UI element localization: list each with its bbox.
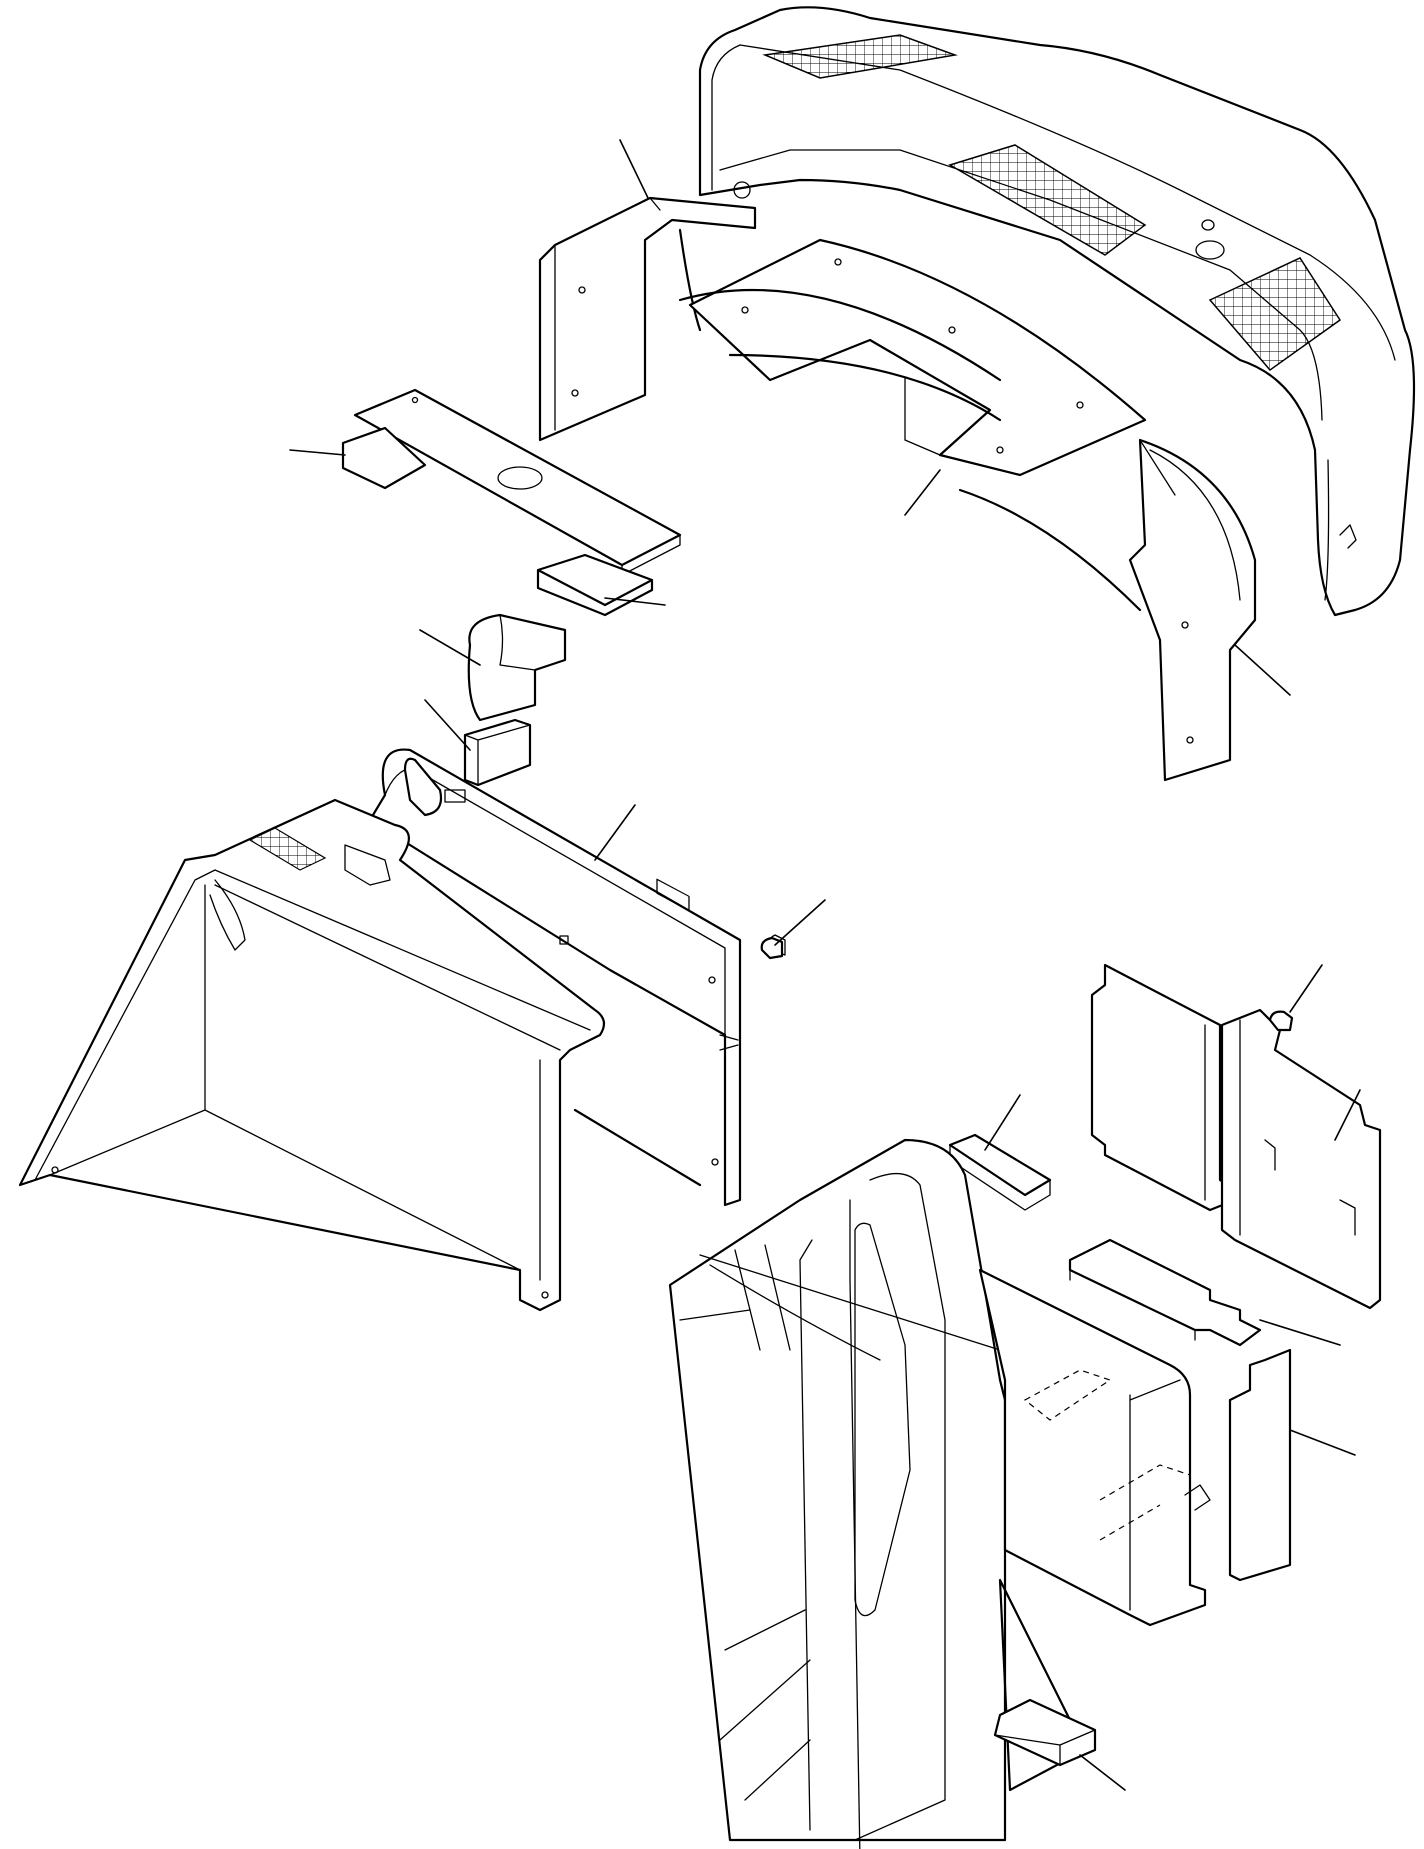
rubber-pad-left	[341, 426, 427, 490]
leader-lines	[289, 139, 1361, 1791]
cab-side-box	[978, 1268, 1211, 1627]
insulation-panel-right	[1128, 438, 1257, 782]
spacer-block-bottom	[993, 1698, 1097, 1767]
side-insulation-panel	[368, 748, 786, 1207]
floor-panel-right	[1220, 1008, 1382, 1310]
seal-block-flat	[463, 718, 532, 787]
mount-plate-with-pads	[341, 388, 682, 617]
floor-panel-left	[1090, 963, 1237, 1212]
rear-hood-cover	[698, 6, 1416, 617]
insulation-panel-upper-left	[538, 196, 757, 442]
vertical-filler-plate	[1228, 1348, 1292, 1582]
hood-vent-grille-center	[948, 144, 1147, 256]
hood-vent-grille-right	[1208, 257, 1342, 372]
hood-vent-grille-left	[762, 34, 958, 79]
seal-block-curved	[467, 613, 567, 722]
insulation-pad-upper-center	[678, 238, 1147, 612]
front-cowl-panel	[18, 798, 606, 1312]
floor-stepped-plate	[1068, 1238, 1262, 1347]
bolt-floor-panel	[1268, 1010, 1294, 1032]
rubber-pad-right	[536, 553, 654, 617]
